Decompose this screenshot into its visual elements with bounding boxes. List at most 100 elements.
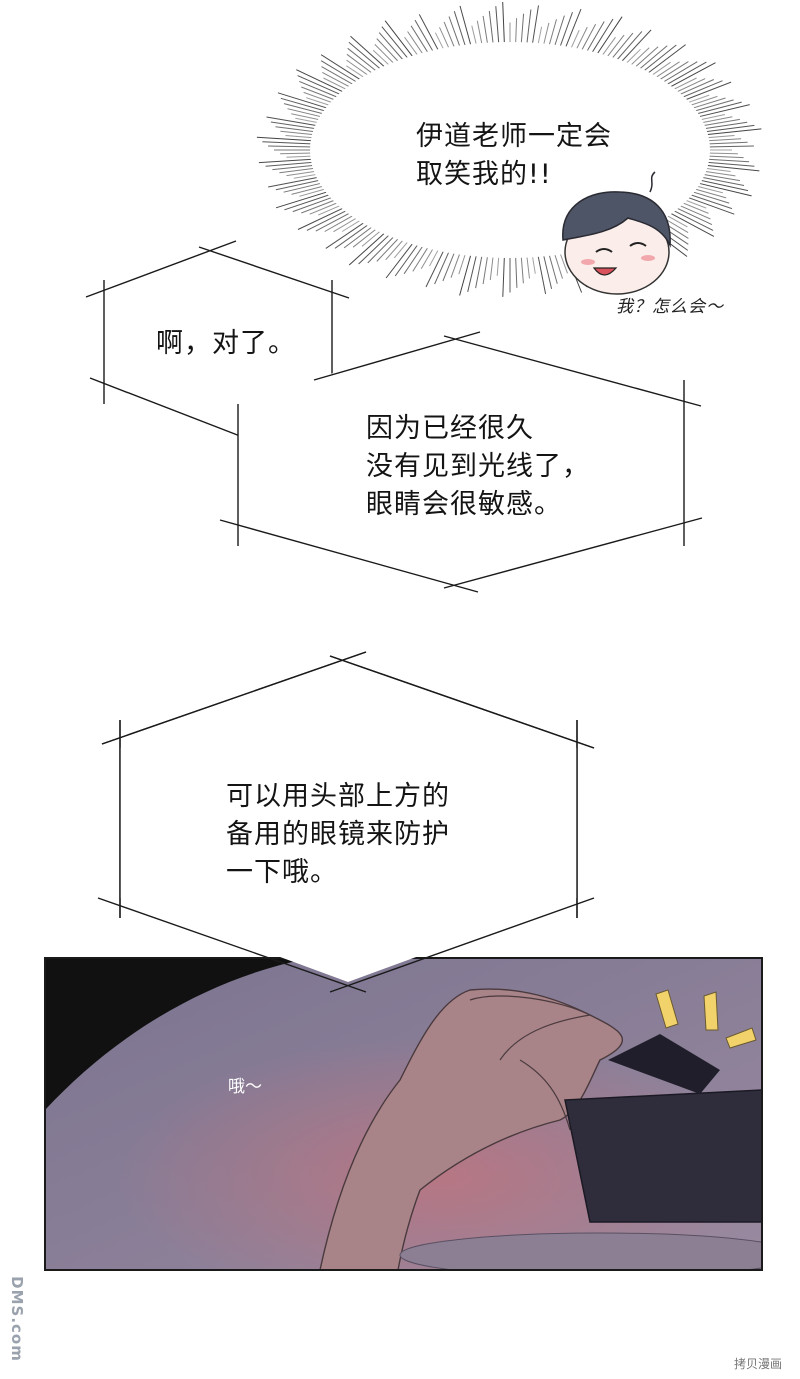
shout-spike xyxy=(699,176,745,186)
shout-spike xyxy=(439,27,450,50)
shout-spike xyxy=(322,71,352,89)
shout-spike xyxy=(683,81,732,102)
shout-spike xyxy=(434,250,450,285)
shout-spike xyxy=(376,38,400,63)
shout-spike xyxy=(705,152,738,155)
shout-spike xyxy=(285,135,316,139)
shout-spike xyxy=(629,47,650,67)
shout-spike xyxy=(692,187,727,199)
shout-spike xyxy=(347,47,378,73)
shout-spike xyxy=(448,16,461,48)
shout-spike xyxy=(425,249,445,288)
shout-spike xyxy=(688,193,733,210)
shout-spike xyxy=(270,121,318,130)
shout-spike xyxy=(702,121,748,130)
shout-spike xyxy=(496,255,500,276)
shout-spike xyxy=(531,5,539,45)
shout-spike xyxy=(610,32,634,60)
shout-spike xyxy=(348,231,387,266)
shout-spike xyxy=(287,108,324,118)
shout-spike xyxy=(303,91,335,104)
shout-spike xyxy=(664,214,688,228)
shout-spike xyxy=(520,13,525,45)
shout-spike xyxy=(542,22,550,46)
hex2-text: 因为已经很久 没有见到光线了， 眼睛会很敏感。 xyxy=(366,410,590,524)
shout-spike xyxy=(265,161,316,167)
shout-spike xyxy=(348,41,382,71)
hex-balloon-3-bottom xyxy=(97,651,595,993)
shout-spike xyxy=(376,237,400,262)
shout-spike xyxy=(559,252,568,274)
shout-spike xyxy=(515,255,518,288)
hex3-line-3: 一下哦。 xyxy=(226,857,338,888)
shout-spike xyxy=(700,118,740,127)
shout-spike xyxy=(606,34,625,59)
shout-spike xyxy=(526,9,532,45)
shout-spike xyxy=(596,16,623,56)
shout-spike xyxy=(559,12,573,48)
shout-spike xyxy=(650,61,671,77)
shout-spike xyxy=(410,25,430,54)
shout-spike xyxy=(403,244,424,275)
shout-spike xyxy=(542,254,553,290)
shout-spike xyxy=(367,235,396,264)
shout-spike xyxy=(291,113,323,121)
shout-spike xyxy=(502,1,505,45)
shout-spike xyxy=(286,155,315,158)
shout-spike xyxy=(537,254,547,295)
shout-spike xyxy=(412,246,430,272)
shout-spike xyxy=(548,253,558,284)
shout-spike xyxy=(703,128,762,136)
shout-spike xyxy=(692,99,734,113)
shout-spike xyxy=(590,18,614,54)
shout-line-1: 伊道老师一定会 xyxy=(416,121,612,152)
shout-spike xyxy=(642,44,677,73)
shout-spike xyxy=(301,198,337,214)
shout-text: 伊道老师一定会 取笑我的!! xyxy=(416,118,612,194)
shout-spike xyxy=(361,229,382,247)
shout-spike xyxy=(601,36,616,57)
shout-spike xyxy=(459,253,472,296)
shout-spike xyxy=(297,75,343,96)
shout-spike xyxy=(381,26,410,60)
shout-spike xyxy=(694,185,724,194)
shout-spike xyxy=(705,145,754,148)
shout-balloon-spikes xyxy=(256,1,762,297)
shout-spike xyxy=(393,240,410,259)
shout-spike xyxy=(286,170,318,177)
shout-spike xyxy=(515,18,518,45)
shout-spike xyxy=(654,61,680,79)
shout-spike xyxy=(295,117,321,124)
shout-spike xyxy=(429,248,440,267)
shout-spike xyxy=(346,53,374,75)
shout-spike xyxy=(459,5,472,47)
shout-spike xyxy=(697,179,749,192)
hex1-text: 啊，对了。 xyxy=(156,325,296,363)
shout-spike xyxy=(677,204,711,220)
shout-spike xyxy=(321,66,356,86)
shout-spike xyxy=(548,19,557,47)
shout-spike xyxy=(346,59,370,77)
shout-spike xyxy=(705,138,742,142)
hex3-line-2: 备用的眼镜来防护 xyxy=(226,819,450,850)
shout-spike xyxy=(467,254,478,293)
shout-spike xyxy=(291,185,326,195)
shout-spike xyxy=(262,141,315,145)
shout-spike xyxy=(299,187,328,197)
shout-spike xyxy=(320,54,363,82)
shout-spike xyxy=(688,95,718,107)
hex-balloon-2 xyxy=(219,331,703,593)
shout-spike xyxy=(703,124,755,133)
shout-spike xyxy=(690,97,726,110)
shout-spike xyxy=(664,61,707,86)
watermark-right: 拷贝漫画 xyxy=(734,1357,783,1371)
shout-spike xyxy=(531,255,536,274)
panel-sfx: 哦～ xyxy=(228,1077,262,1097)
shout-line-2: 取笑我的!! xyxy=(416,159,552,190)
shout-spike xyxy=(564,8,582,49)
hex1-line-1: 啊，对了。 xyxy=(156,328,296,359)
shout-spike xyxy=(309,201,340,215)
shout-spike xyxy=(704,161,755,167)
hex3-text: 可以用头部上方的 备用的眼镜来防护 一下哦。 xyxy=(226,778,450,892)
shout-spike xyxy=(624,48,641,65)
